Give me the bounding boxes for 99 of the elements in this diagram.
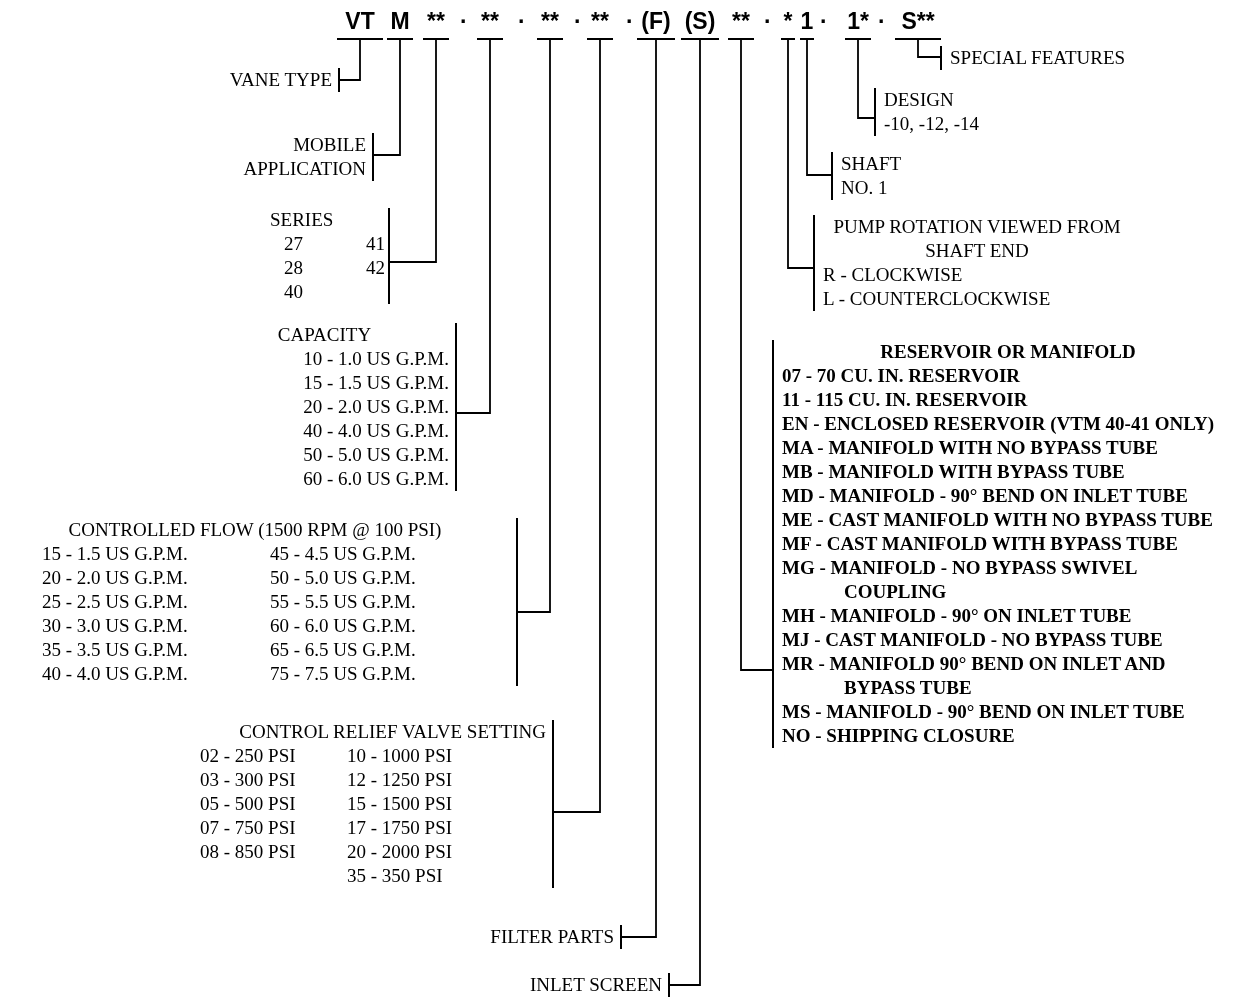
option-heading: CONTROLLED FLOW (1500 RPM @ 100 PSI) <box>67 518 443 542</box>
option-entry: MS - MANIFOLD - 90° BEND ON INLET TUBE <box>782 700 1186 724</box>
leader-line <box>517 39 551 613</box>
option-label: FILTER PARTS <box>489 925 614 949</box>
model-code-segment: (F) <box>637 8 675 40</box>
option-entry: 20 - 2000 PSI <box>347 840 454 864</box>
option-entry: NO - SHIPPING CLOSURE <box>782 724 1016 748</box>
option-entry: 50 - 5.0 US G.P.M. <box>270 566 417 590</box>
option-entry: 60 - 6.0 US G.P.M. <box>270 614 417 638</box>
leader-line <box>740 39 773 671</box>
option-entry: MF - CAST MANIFOLD WITH BYPASS TUBE <box>782 532 1179 556</box>
option-entry: 05 - 500 PSI <box>200 792 297 816</box>
option-entry: MH - MANIFOLD - 90° ON INLET TUBE <box>782 604 1133 628</box>
option-label: MOBILE APPLICATION <box>242 133 366 181</box>
option-entry: MR - MANIFOLD 90° BEND ON INLET AND BYPASS TUBE <box>782 652 1167 700</box>
option-entry: L - COUNTERCLOCKWISE <box>823 287 1052 311</box>
option-entry: 12 - 1250 PSI <box>347 768 454 792</box>
leader-line <box>456 39 491 414</box>
option-entry: 42 <box>366 256 386 280</box>
leader-line <box>669 39 701 986</box>
option-entry: 40 - 4.0 US G.P.M. <box>302 419 449 443</box>
option-heading: PUMP ROTATION VIEWED FROM SHAFT END <box>832 215 1122 263</box>
option-entry: 75 - 7.5 US G.P.M. <box>270 662 417 686</box>
model-code-segment: M <box>387 8 413 40</box>
option-entry: 28 <box>284 256 304 280</box>
option-entry: MJ - CAST MANIFOLD - NO BYPASS TUBE <box>782 628 1164 652</box>
leader-line <box>339 39 361 81</box>
leader-line <box>857 39 875 119</box>
model-code-segment: ** <box>587 8 613 40</box>
option-entry: 15 - 1.5 US G.P.M. <box>302 371 449 395</box>
option-heading: CAPACITY <box>276 323 373 347</box>
option-entry: 35 - 3.5 US G.P.M. <box>42 638 189 662</box>
option-entry: -10, -12, -14 <box>884 112 980 136</box>
option-entry: MB - MANIFOLD WITH BYPASS TUBE <box>782 460 1126 484</box>
option-heading: CONTROL RELIEF VALVE SETTING <box>238 720 546 744</box>
option-entry: 10 - 1000 PSI <box>347 744 454 768</box>
option-entry: 30 - 3.0 US G.P.M. <box>42 614 189 638</box>
model-code-segment: ** <box>477 8 503 40</box>
option-entry: 07 - 750 PSI <box>200 816 297 840</box>
option-entry: MA - MANIFOLD WITH NO BYPASS TUBE <box>782 436 1159 460</box>
option-entry: 27 <box>284 232 304 256</box>
option-entry: 02 - 250 PSI <box>200 744 297 768</box>
option-entry: MG - MANIFOLD - NO BYPASS SWIVEL COUPLING <box>782 556 1138 604</box>
option-entry: NO. 1 <box>841 176 889 200</box>
option-heading: RESERVOIR OR MANIFOLD <box>879 340 1137 364</box>
option-entry: ME - CAST MANIFOLD WITH NO BYPASS TUBE <box>782 508 1214 532</box>
option-entry: 35 - 350 PSI <box>347 864 444 888</box>
leader-line <box>787 39 814 269</box>
option-entry: 40 <box>284 280 304 304</box>
option-entry: 55 - 5.5 US G.P.M. <box>270 590 417 614</box>
separator-dot: · <box>878 8 886 36</box>
option-entry: 11 - 115 CU. IN. RESERVOIR <box>782 388 1029 412</box>
option-entry: 15 - 1.5 US G.P.M. <box>42 542 189 566</box>
option-heading: DESIGN <box>884 88 955 112</box>
separator-dot: · <box>518 8 526 36</box>
model-code-segment: 1* <box>845 8 871 40</box>
leader-line <box>621 39 657 938</box>
option-entry: 17 - 1750 PSI <box>347 816 454 840</box>
separator-dot: · <box>460 8 468 36</box>
model-code-segment: ** <box>423 8 449 40</box>
model-code-segment: VT <box>337 8 383 40</box>
leader-line <box>806 39 832 176</box>
option-entry: 60 - 6.0 US G.P.M. <box>302 467 449 491</box>
model-code-segment: (S) <box>681 8 719 40</box>
separator-dot: · <box>764 8 772 36</box>
option-entry: MD - MANIFOLD - 90° BEND ON INLET TUBE <box>782 484 1189 508</box>
option-entry: 20 - 2.0 US G.P.M. <box>302 395 449 419</box>
option-label: VANE TYPE <box>228 68 332 92</box>
option-entry: R - CLOCKWISE <box>823 263 964 287</box>
option-entry: 40 - 4.0 US G.P.M. <box>42 662 189 686</box>
leader-line <box>373 39 401 156</box>
bracket-block <box>270 208 390 304</box>
model-code-segment: ** <box>537 8 563 40</box>
option-entry: 41 <box>366 232 386 256</box>
option-label: INLET SCREEN <box>528 973 662 997</box>
option-entry: EN - ENCLOSED RESERVOIR (VTM 40-41 ONLY) <box>782 412 1216 436</box>
option-heading: SERIES <box>270 208 335 232</box>
model-code-segment: * <box>781 8 795 40</box>
separator-dot: · <box>574 8 582 36</box>
option-entry: 25 - 2.5 US G.P.M. <box>42 590 189 614</box>
leader-line <box>917 39 941 58</box>
option-entry: 20 - 2.0 US G.P.M. <box>42 566 189 590</box>
leader-line <box>389 39 437 263</box>
option-entry: 07 - 70 CU. IN. RESERVOIR <box>782 364 1022 388</box>
model-code-segment: 1 <box>800 8 814 40</box>
option-entry: 10 - 1.0 US G.P.M. <box>302 347 449 371</box>
separator-dot: · <box>626 8 634 36</box>
option-entry: 15 - 1500 PSI <box>347 792 454 816</box>
option-heading: SHAFT <box>841 152 903 176</box>
model-code-segment: ** <box>728 8 754 40</box>
model-code-segment: S** <box>895 8 941 40</box>
leader-line <box>553 39 601 813</box>
option-entry: 45 - 4.5 US G.P.M. <box>270 542 417 566</box>
option-entry: 08 - 850 PSI <box>200 840 297 864</box>
option-entry: 50 - 5.0 US G.P.M. <box>302 443 449 467</box>
separator-dot: · <box>820 8 828 36</box>
option-label: SPECIAL FEATURES <box>950 46 1127 70</box>
option-entry: 03 - 300 PSI <box>200 768 297 792</box>
option-entry: 65 - 6.5 US G.P.M. <box>270 638 417 662</box>
